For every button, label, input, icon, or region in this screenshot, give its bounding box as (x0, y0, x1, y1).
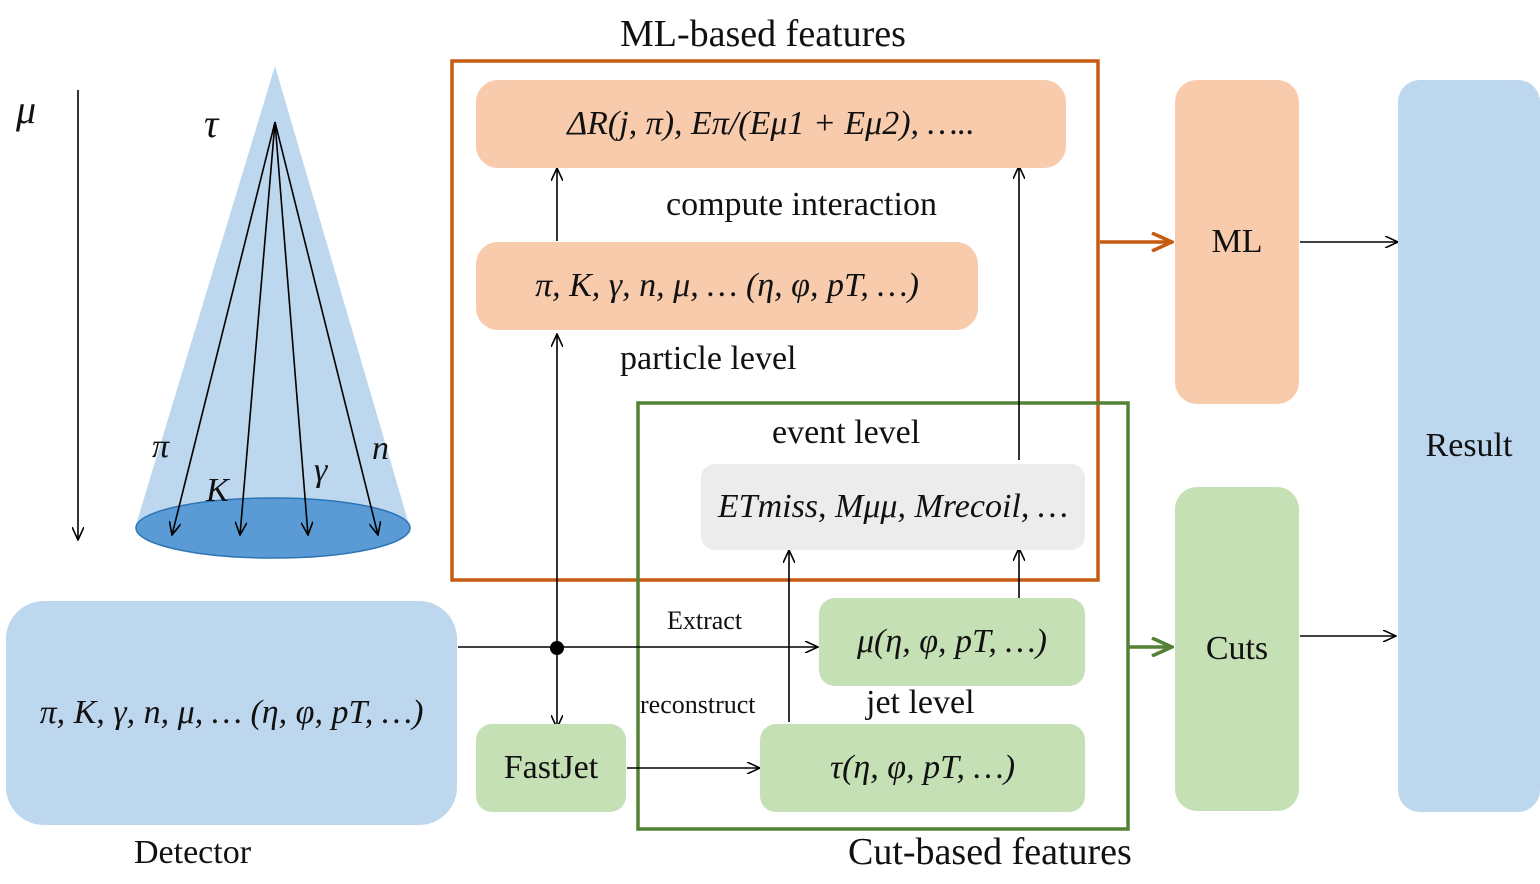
reconstruct-label: reconstruct (640, 690, 756, 719)
ml-features-title: ML-based features (620, 13, 906, 55)
fastjet-box: FastJet (476, 724, 626, 812)
event-level-label: event level (772, 414, 921, 451)
particle-level-label: particle level (620, 340, 797, 377)
muon-jet-text: μ(η, φ, pT, …) (856, 623, 1047, 660)
interaction-features-text: ΔR(j, π), Eπ/(Eμ1 + Eμ2), ….. (567, 105, 975, 142)
event-features-text: ETmiss, Mμμ, Mrecoil, … (717, 488, 1069, 525)
particle-features-text: π, K, γ, n, μ, … (η, φ, pT, …) (535, 267, 919, 304)
ml-features-frame (450, 59, 1100, 582)
cuts-box: Cuts (1175, 487, 1299, 811)
detector-text: π, K, γ, n, μ, … (η, φ, pT, …) (39, 694, 424, 731)
compute-interaction-label: compute interaction (666, 186, 937, 223)
tau-jet-box: τ(η, φ, pT, …) (760, 724, 1085, 812)
pion-label: π (152, 428, 170, 465)
detector-label: Detector (134, 834, 252, 871)
detector-box: π, K, γ, n, μ, … (η, φ, pT, …) (6, 601, 457, 825)
result-box: Result (1398, 80, 1540, 812)
decay-arrows (172, 121, 378, 535)
tau-label: τ (204, 101, 219, 146)
ml-box: ML (1175, 80, 1299, 404)
ml-box-text: ML (1211, 223, 1263, 260)
cone-base (135, 497, 411, 559)
result-box-text: Result (1425, 427, 1513, 464)
extract-label: Extract (667, 606, 743, 635)
event-features-box: ETmiss, Mμμ, Mrecoil, … (701, 464, 1085, 550)
photon-label: γ (314, 452, 328, 489)
kaon-label: K (206, 472, 229, 509)
tau-cone (135, 66, 410, 528)
jet-level-label: jet level (866, 684, 975, 721)
neutron-label: n (372, 430, 389, 467)
branch-node (550, 641, 564, 655)
cuts-box-text: Cuts (1205, 630, 1269, 667)
cut-features-frame (636, 401, 1130, 831)
connectors (458, 166, 1398, 768)
cut-features-title: Cut-based features (848, 831, 1132, 873)
incoming-muon-label: μ (16, 87, 37, 132)
tau-jet-text: τ(η, φ, pT, …) (829, 749, 1016, 786)
interaction-features-box: ΔR(j, π), Eπ/(Eμ1 + Eμ2), ….. (476, 80, 1066, 168)
fastjet-text: FastJet (503, 749, 599, 786)
particle-features-box: π, K, γ, n, μ, … (η, φ, pT, …) (476, 242, 978, 330)
muon-jet-box: μ(η, φ, pT, …) (819, 598, 1085, 686)
